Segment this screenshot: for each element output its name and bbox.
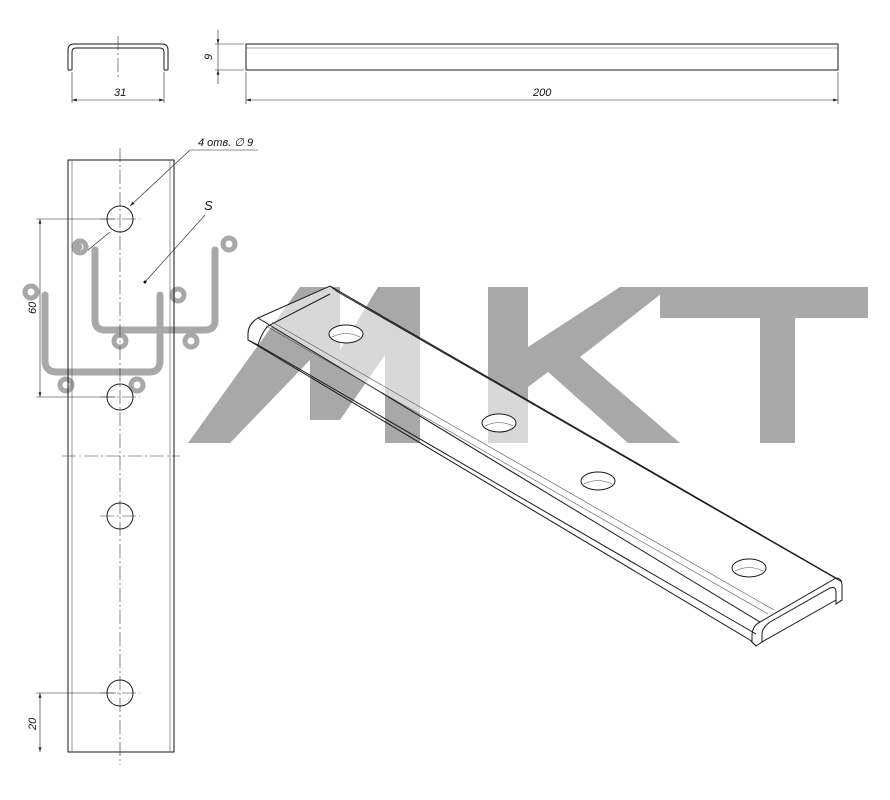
edge-offset-dimension-label: 20 bbox=[27, 717, 39, 731]
surface-label: S bbox=[204, 198, 213, 213]
iso-hole-3 bbox=[580, 471, 616, 491]
holes-callout-label: 4 отв. ∅ 9 bbox=[198, 137, 253, 149]
plan-view: 4 отв. ∅ 9 S 60 20 bbox=[27, 137, 258, 765]
length-dimension-label: 200 bbox=[532, 87, 552, 99]
side-view: 9 200 bbox=[203, 30, 839, 104]
logo-letter-t bbox=[660, 287, 868, 443]
end-view: 31 bbox=[67, 36, 169, 103]
width-dimension-label: 31 bbox=[114, 87, 126, 99]
thickness-dimension-label: 9 bbox=[203, 54, 215, 60]
logo-letter-k bbox=[488, 287, 680, 443]
iso-hole-2 bbox=[481, 413, 517, 433]
pitch-dimension-label: 60 bbox=[27, 301, 39, 314]
iso-hole-4 bbox=[731, 558, 767, 578]
hole-3 bbox=[100, 502, 140, 530]
iso-hole-1 bbox=[328, 324, 364, 344]
isometric-view bbox=[247, 285, 843, 647]
logo-bracket-icon bbox=[22, 235, 238, 394]
